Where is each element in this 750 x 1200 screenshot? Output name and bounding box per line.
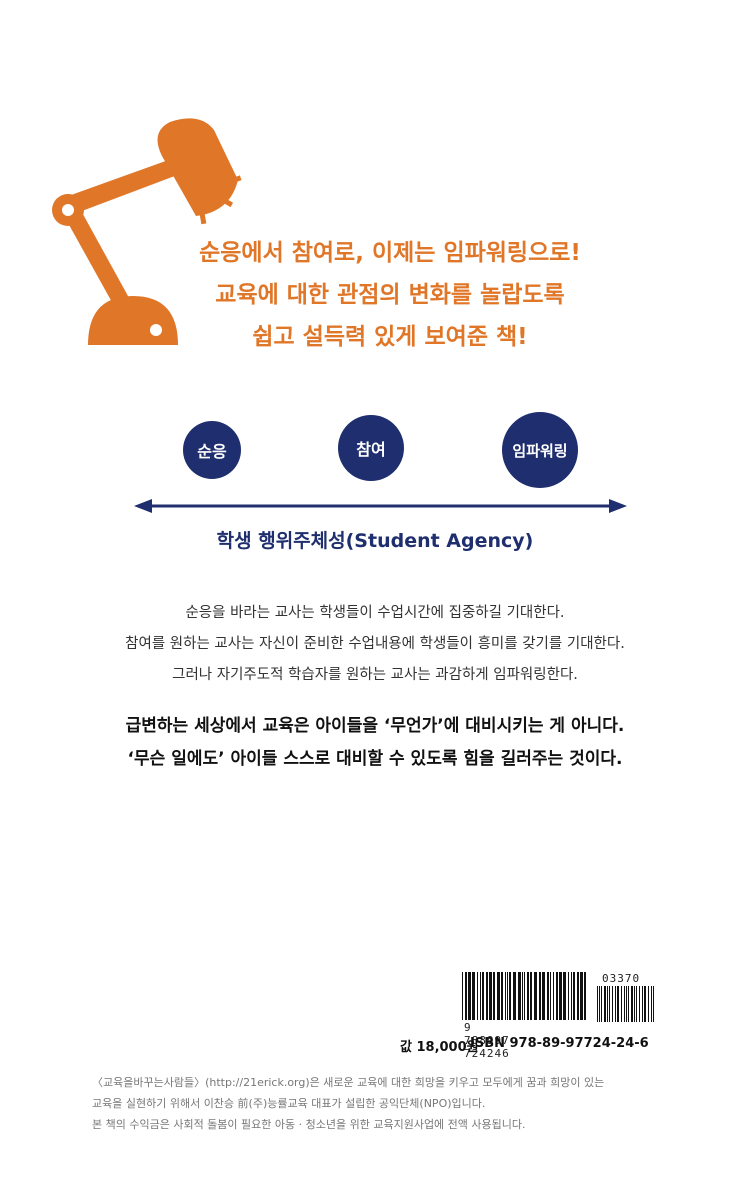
tagline-line-1: 순응에서 참여로, 이제는 임파워링으로! — [199, 240, 581, 266]
barcode-bar — [653, 986, 654, 1022]
description-text: 순응을 바라는 교사는 학생들이 수업시간에 집중하길 기대한다. 참여를 원하… — [60, 598, 690, 691]
tagline: 순응에서 참여로, 이제는 임파워링으로! 교육에 대한 관점의 변화를 놀랍도… — [170, 232, 610, 358]
barcode-bar — [518, 972, 521, 1020]
barcode-bar — [547, 972, 549, 1020]
barcode-bar — [505, 972, 506, 1020]
barcode-number: 9 788997 724246 — [464, 1021, 510, 1060]
barcode-bar — [542, 972, 545, 1020]
barcode-bar — [501, 972, 503, 1020]
barcode-addon-number: 03370 — [602, 972, 641, 985]
barcode-bar — [539, 972, 541, 1020]
barcode-bar — [507, 972, 508, 1020]
desk-lamp-illustration — [52, 118, 242, 345]
barcode-bar — [462, 972, 463, 1020]
stage-engagement-label: 참여 — [356, 440, 386, 459]
description-line-3: 그러나 자기주도적 학습자를 원하는 교사는 과감하게 임파워링한다. — [172, 667, 578, 683]
barcode-bar — [631, 986, 633, 1022]
barcode-bar — [604, 986, 606, 1022]
stage-compliance-circle: 순응 — [183, 421, 241, 479]
stage-empowering-circle: 임파워링 — [502, 412, 578, 488]
barcode-bar — [648, 986, 649, 1022]
barcode-bar — [601, 986, 602, 1022]
barcode-bar — [624, 986, 625, 1022]
stage-engagement-circle: 참여 — [338, 415, 404, 481]
barcode-bar — [573, 972, 575, 1020]
barcode-bar — [486, 972, 488, 1020]
footer-line-2: 교육을 실현하기 위해서 이찬승 前(주)능률교육 대표가 설립한 공익단체(N… — [92, 1097, 486, 1110]
barcode-bar — [524, 972, 525, 1020]
barcode-bar — [509, 972, 511, 1020]
barcode-bar — [530, 972, 532, 1020]
emphasis-line-1: 급변하는 세상에서 교육은 아이들을 ‘무언가’에 대비시키는 게 아니다. — [125, 716, 625, 736]
barcode-bar — [634, 986, 635, 1022]
barcode-bar — [612, 986, 613, 1022]
barcode-bar — [568, 972, 569, 1020]
footer-line-3: 본 책의 수익금은 사회적 돌봄이 필요한 아동 · 청소년을 위한 교육지원사… — [92, 1118, 526, 1131]
barcode-bar — [493, 972, 495, 1020]
barcode-bar — [621, 986, 622, 1022]
barcode-bar — [553, 972, 554, 1020]
barcode-bar — [527, 972, 529, 1020]
barcode-bar — [597, 986, 598, 1022]
publisher-footer: 〈교육을바꾸는사람들〉(http://21erick.org)은 새로운 교육에… — [92, 1072, 662, 1135]
barcode-bar — [599, 986, 600, 1022]
barcode-bar — [559, 972, 562, 1020]
barcode-bar — [639, 986, 640, 1022]
emphasis-line-2: ‘무슨 일에도’ 아이들 스스로 대비할 수 있도록 힘을 길러주는 것이다. — [127, 749, 623, 769]
barcode-bar — [556, 972, 558, 1020]
footer-line-1: 〈교육을바꾸는사람들〉(http://21erick.org)은 새로운 교육에… — [92, 1076, 605, 1089]
barcode-bar — [477, 972, 478, 1020]
barcode-bar — [480, 972, 481, 1020]
double-arrow-axis — [134, 499, 627, 513]
barcode-bar — [522, 972, 523, 1020]
isbn: ISBN 978-89-97724-24-6 — [470, 1036, 649, 1051]
barcode-bar — [577, 972, 579, 1020]
axis-label: 학생 행위주체성(Student Agency) — [216, 530, 534, 552]
tagline-line-3: 쉽고 설득력 있게 보여준 책! — [252, 324, 528, 350]
tagline-line-2: 교육에 대한 관점의 변화를 놀랍도록 — [215, 282, 565, 308]
barcode-bar — [607, 986, 608, 1022]
description-line-1: 순응을 바라는 교사는 학생들이 수업시간에 집중하길 기대한다. — [185, 605, 565, 621]
barcode-bar — [571, 972, 572, 1020]
barcode-bar — [644, 986, 646, 1022]
barcode-bar — [651, 986, 652, 1022]
barcode-bar — [472, 972, 475, 1020]
barcode-bar — [513, 972, 516, 1020]
barcode-bar — [534, 972, 537, 1020]
barcode-bar — [465, 972, 467, 1020]
price: 값 18,000원 — [400, 1040, 479, 1055]
barcode-bar — [642, 986, 643, 1022]
barcode-bar — [550, 972, 551, 1020]
barcode-bar — [563, 972, 566, 1020]
barcode-bar — [584, 972, 586, 1020]
barcode-bar — [482, 972, 484, 1020]
barcode-bar — [489, 972, 492, 1020]
barcode-bar — [617, 986, 619, 1022]
barcode-addon-bars — [597, 986, 654, 1022]
barcode-bar — [497, 972, 500, 1020]
barcode-bar — [626, 986, 627, 1022]
barcode-bars — [462, 972, 586, 1020]
stage-empowering-label: 임파워링 — [512, 441, 568, 460]
emphasis-text: 급변하는 세상에서 교육은 아이들을 ‘무언가’에 대비시키는 게 아니다. ‘… — [60, 710, 690, 776]
barcode-bar — [615, 986, 616, 1022]
description-line-2: 참여를 원하는 교사는 자신이 준비한 수업내용에 학생들이 흥미를 갖기를 기… — [125, 636, 625, 652]
barcode-bar — [609, 986, 610, 1022]
barcode-bar — [580, 972, 583, 1020]
barcode-bar — [468, 972, 471, 1020]
stage-compliance-label: 순응 — [197, 442, 227, 461]
barcode-bar — [628, 986, 629, 1022]
barcode-bar — [636, 986, 637, 1022]
